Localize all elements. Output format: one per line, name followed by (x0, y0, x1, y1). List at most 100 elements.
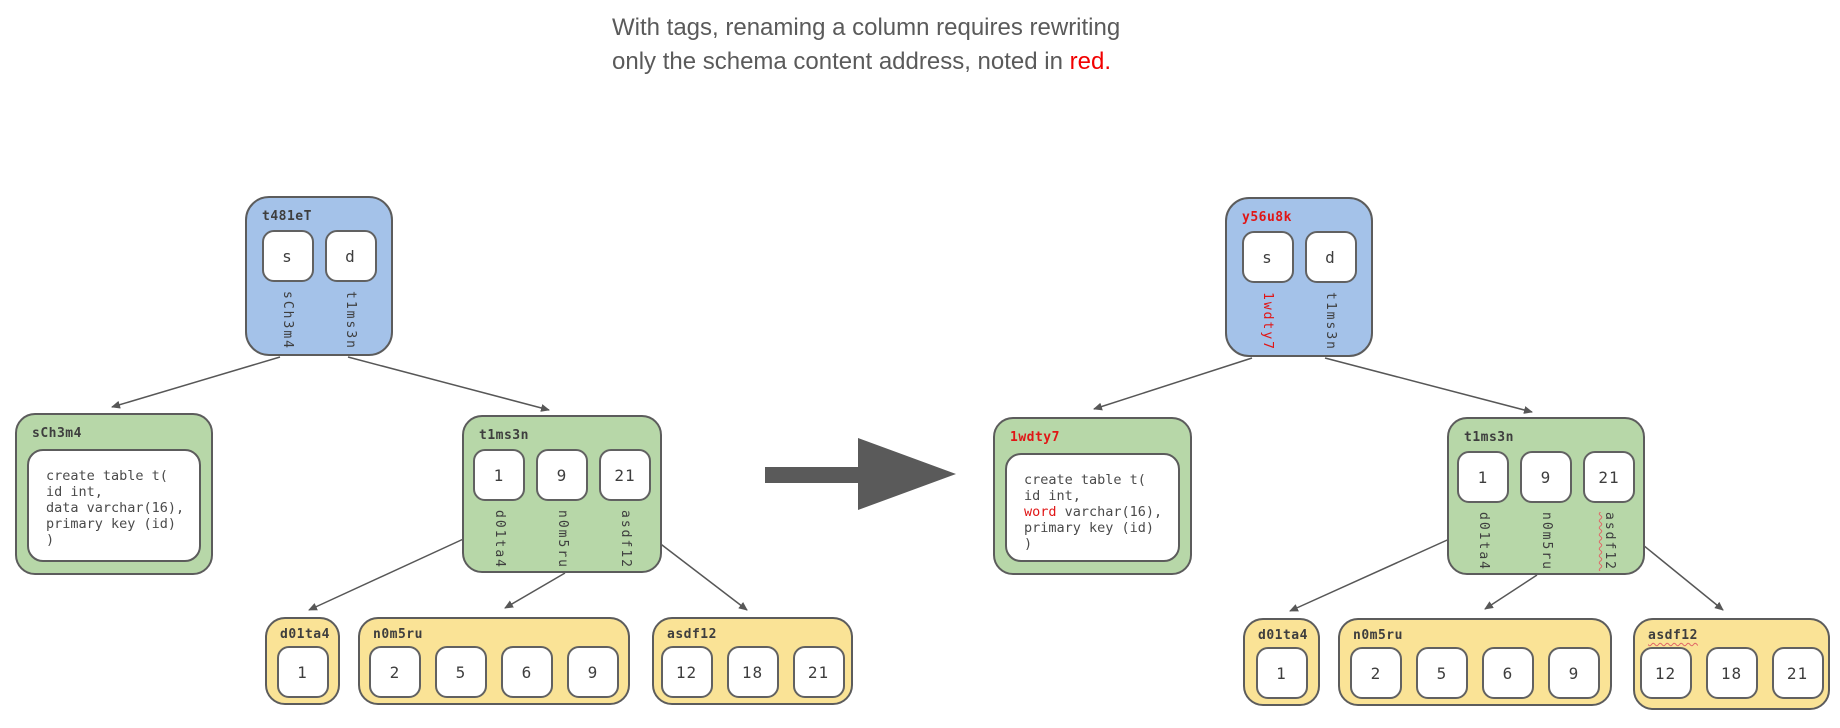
node-hash-label: n0m5ru (373, 627, 423, 642)
node-hash-label: t481eT (262, 209, 312, 224)
child-ref-label: n0m5ru (1538, 511, 1554, 571)
child-ref-label: sCh3m4 (280, 290, 295, 350)
cell: 21 (1771, 647, 1824, 699)
node-hash-label: d01ta4 (280, 627, 330, 642)
cell: 21 (792, 646, 845, 698)
cells-row: 12 18 21 (654, 646, 851, 698)
cells-row: 1 9 21 (464, 449, 660, 501)
child-ref: 1wdty7 (1242, 285, 1294, 357)
cell: 18 (726, 646, 779, 698)
right-leaf-asdf12: asdf12 12 18 21 (1633, 618, 1830, 710)
cell-d: d (324, 230, 377, 282)
cell: 1 (1457, 451, 1509, 503)
cell: 1 (1255, 647, 1308, 699)
node-hash-label-flagged: asdf12 (1648, 628, 1698, 643)
sql-line: ) (1024, 536, 1033, 552)
sql-line: create table t( (1024, 472, 1146, 488)
cell: 9 (1548, 647, 1600, 699)
cell: 18 (1705, 647, 1758, 699)
sql-line: word varchar(16), (1024, 504, 1174, 520)
node-hash-label: sCh3m4 (32, 426, 82, 441)
sql-line: id int, (46, 484, 103, 500)
caption-text: With tags, renaming a column requires re… (612, 14, 1121, 41)
edge-left-index-to-leaf3 (644, 531, 748, 611)
child-ref: sCh3m4 (262, 284, 314, 356)
caption-line-1: With tags, renaming a column requires re… (612, 11, 1120, 45)
edge-left-index-to-leaf1 (308, 529, 484, 611)
cell: 1 (473, 449, 525, 501)
edge-right-root-to-index (1324, 357, 1533, 414)
child-ref-label-flagged: asdf12 (1601, 511, 1617, 571)
cells-row: 1 (1245, 647, 1318, 699)
sql-line: ) (46, 532, 55, 548)
left-index-node: t1ms3n 1 9 21 d01ta4 n0m5ru asdf12 (462, 415, 662, 573)
sql-line: id int, (1024, 488, 1081, 504)
refs-row: 1wdty7 t1ms3n (1227, 285, 1371, 357)
cells-row: s d (247, 230, 391, 282)
left-root-node: t481eT s d sCh3m4 t1ms3n (245, 196, 393, 356)
edge-right-index-to-leaf2 (1484, 574, 1538, 610)
node-hash-label: n0m5ru (1353, 628, 1403, 643)
sql-changed-word: word (1024, 504, 1057, 520)
caption-red-word: red. (1069, 48, 1111, 75)
cells-row: 2 5 6 9 (360, 646, 628, 698)
node-hash-label-changed: y56u8k (1242, 210, 1292, 225)
cell-s: s (1241, 231, 1294, 283)
cell: 21 (599, 449, 651, 501)
cells-row: 1 9 21 (1449, 451, 1643, 503)
sql-line: create table t( (46, 468, 168, 484)
caption-text: only the schema content address, noted i… (612, 48, 1070, 75)
cell: 1 (276, 646, 329, 698)
child-ref-label: d01ta4 (491, 509, 507, 569)
child-ref: t1ms3n (325, 284, 377, 356)
cell: 9 (567, 646, 619, 698)
node-hash-label-changed: 1wdty7 (1010, 430, 1060, 445)
cell: 21 (1583, 451, 1635, 503)
left-leaf-n0m5ru: n0m5ru 2 5 6 9 (358, 617, 630, 705)
child-ref: n0m5ru (1520, 505, 1572, 577)
edge-right-root-to-schema (1093, 357, 1253, 411)
caption: With tags, renaming a column requires re… (612, 11, 1120, 79)
transform-arrow (765, 438, 956, 510)
cell-d: d (1304, 231, 1357, 283)
left-schema-node: sCh3m4 create table t( id int, data varc… (15, 413, 213, 575)
right-root-node: y56u8k s d 1wdty7 t1ms3n (1225, 197, 1373, 357)
left-leaf-d01ta4: d01ta4 1 (265, 617, 340, 705)
edge-left-root-to-schema (111, 356, 281, 409)
child-ref: asdf12 (1583, 505, 1635, 577)
child-ref-label: d01ta4 (1475, 511, 1491, 571)
sql-line: data varchar(16), (46, 500, 185, 516)
child-ref-label: t1ms3n (343, 290, 358, 350)
caption-line-2: only the schema content address, noted i… (612, 45, 1120, 79)
node-hash-label: t1ms3n (479, 428, 529, 443)
sql-line-rest: varchar(16), (1056, 504, 1163, 520)
edge-left-index-to-leaf2 (504, 572, 566, 609)
node-hash-label: d01ta4 (1258, 628, 1308, 643)
cells-row: 2 5 6 9 (1340, 647, 1610, 699)
right-index-node: t1ms3n 1 9 21 d01ta4 n0m5ru asdf12 (1447, 417, 1645, 575)
node-hash-label: t1ms3n (1464, 430, 1514, 445)
cell: 12 (1639, 647, 1692, 699)
cell-s: s (261, 230, 314, 282)
refs-row: d01ta4 n0m5ru asdf12 (1449, 505, 1643, 577)
refs-row: sCh3m4 t1ms3n (247, 284, 391, 356)
child-ref: n0m5ru (536, 503, 588, 575)
right-leaf-d01ta4: d01ta4 1 (1243, 618, 1320, 706)
child-ref-label: t1ms3n (1323, 291, 1338, 351)
edge-left-root-to-index (347, 356, 550, 412)
child-ref: asdf12 (599, 503, 651, 575)
right-schema-node: 1wdty7 create table t( id int, word varc… (993, 417, 1192, 575)
cell: 6 (1482, 647, 1534, 699)
child-ref: t1ms3n (1305, 285, 1357, 357)
cell: 6 (501, 646, 553, 698)
cells-row: 12 18 21 (1635, 647, 1828, 699)
left-leaf-asdf12: asdf12 12 18 21 (652, 617, 853, 705)
child-ref-label: n0m5ru (554, 509, 570, 569)
cell: 9 (1520, 451, 1572, 503)
cells-row: 1 (267, 646, 338, 698)
cell: 9 (536, 449, 588, 501)
node-hash-label: asdf12 (667, 627, 717, 642)
cell: 5 (435, 646, 487, 698)
child-ref: d01ta4 (473, 503, 525, 575)
